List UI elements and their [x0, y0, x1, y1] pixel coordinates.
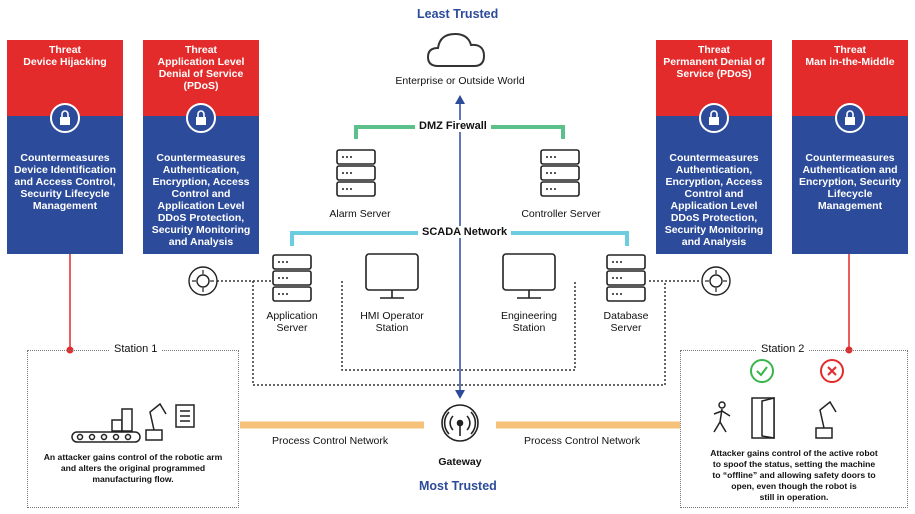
- gateway-label: Gateway: [438, 456, 482, 468]
- dmz-firewall-label: DMZ Firewall: [415, 120, 491, 132]
- countermeasure-line: Control and: [171, 188, 231, 200]
- countermeasure-line: and Analysis: [168, 236, 234, 248]
- threat-heading: Threat: [833, 44, 867, 56]
- threat-card-device-hijacking: Threat Device Hijacking Countermeasures …: [7, 40, 123, 254]
- lock-icon: [835, 103, 865, 133]
- countermeasure-line: Control and: [684, 188, 744, 200]
- countermeasure-line: Device Identification: [13, 164, 117, 176]
- countermeasure-line: Application Level: [670, 200, 758, 212]
- threat-name: Man in-the-Middle: [805, 56, 895, 68]
- station-1-title: Station 1: [110, 343, 162, 355]
- countermeasure-line: Management: [32, 200, 98, 212]
- threat-name: Permanent Denial of: [663, 56, 765, 68]
- countermeasure-line: Application Level: [157, 200, 245, 212]
- controller-server-label: Controller Server: [521, 208, 601, 220]
- threat-name: Device Hijacking: [23, 56, 107, 68]
- countermeasure-line: Security Monitoring: [664, 224, 764, 236]
- station-1-description: An attacker gains control of the robotic…: [43, 452, 223, 484]
- countermeasures-heading: Countermeasures: [156, 152, 246, 164]
- process-control-network-left-label: Process Control Network: [272, 435, 389, 447]
- threat-card-app-dos: Threat Application Level Denial of Servi…: [143, 40, 259, 254]
- threat-name: (PDoS): [183, 80, 219, 92]
- alarm-server-label: Alarm Server: [329, 208, 391, 220]
- lock-icon: [186, 103, 216, 133]
- countermeasure-line: DDoS Protection,: [670, 212, 758, 224]
- most-trusted-label: Most Trusted: [419, 479, 497, 493]
- threat-heading: Threat: [184, 44, 218, 56]
- scada-network-label: SCADA Network: [418, 226, 512, 238]
- threat-card-pdos: Threat Permanent Denial of Service (PDoS…: [656, 40, 772, 254]
- station-2-description: Attacker gains control of the active rob…: [710, 448, 878, 502]
- countermeasure-line: Security Monitoring: [151, 224, 251, 236]
- lock-icon: [699, 103, 729, 133]
- countermeasure-line: Encryption, Access: [152, 176, 250, 188]
- checkmark-icon: [750, 359, 774, 383]
- threat-name: Denial of Service: [158, 68, 244, 80]
- countermeasure-line: Management: [817, 200, 883, 212]
- countermeasures-heading: Countermeasures: [669, 152, 759, 164]
- countermeasure-line: and Analysis: [681, 236, 747, 248]
- threat-name: Service (PDoS): [676, 68, 752, 80]
- countermeasure-line: Authentication and: [802, 164, 898, 176]
- lock-icon: [50, 103, 80, 133]
- least-trusted-label: Least Trusted: [417, 7, 499, 21]
- threat-name: Application Level: [157, 56, 245, 68]
- countermeasure-line: Lifecycle: [827, 188, 873, 200]
- countermeasure-line: and Access Control,: [14, 176, 116, 188]
- x-mark-icon: [820, 359, 844, 383]
- threat-heading: Threat: [697, 44, 731, 56]
- threat-card-mitm: Threat Man in-the-Middle Countermeasures…: [792, 40, 908, 254]
- enterprise-label: Enterprise or Outside World: [395, 75, 525, 87]
- process-control-network-right-label: Process Control Network: [524, 435, 641, 447]
- countermeasures-heading: Countermeasures: [805, 152, 895, 164]
- countermeasure-line: Security Lifecycle: [20, 188, 110, 200]
- countermeasure-line: Encryption, Security: [798, 176, 902, 188]
- countermeasure-line: Authentication,: [162, 164, 240, 176]
- threat-heading: Threat: [48, 44, 82, 56]
- countermeasure-line: Authentication,: [675, 164, 753, 176]
- station-2-title: Station 2: [757, 343, 809, 355]
- countermeasure-line: Encryption, Access: [665, 176, 763, 188]
- countermeasure-line: DDoS Protection,: [157, 212, 245, 224]
- countermeasures-heading: Countermeasures: [20, 152, 110, 164]
